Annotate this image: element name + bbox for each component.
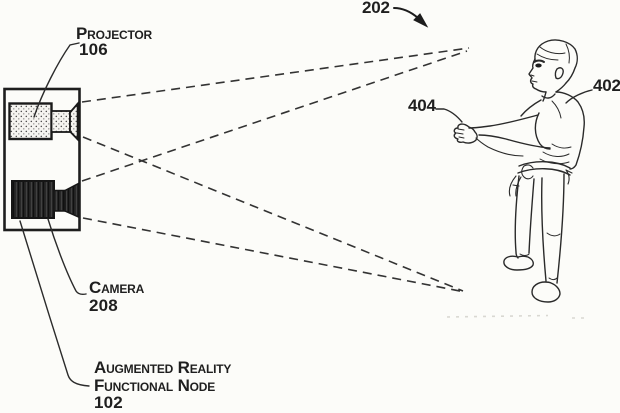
person-ankle-folds <box>519 253 558 280</box>
person-shirt-folds <box>539 143 572 165</box>
person-belt-knot <box>521 164 534 180</box>
leader-line-camera <box>47 218 87 296</box>
scene-arrow-tail <box>393 7 419 19</box>
camera-beam-bottom <box>82 217 466 293</box>
camera-icon <box>11 180 80 219</box>
person-fingers <box>456 128 465 139</box>
projector-label: Projector 106 <box>76 24 152 59</box>
camera-body <box>11 180 55 219</box>
person-ear <box>554 67 564 80</box>
camera-lens-cone <box>64 182 80 219</box>
arfn-label-line1: Augmented Reality <box>94 358 232 377</box>
arfn-label-line2: Functional Node <box>94 375 216 395</box>
leader-line-arfn <box>19 220 90 387</box>
camera-lens-barrel <box>53 189 66 212</box>
projection-beam-lines <box>81 47 470 293</box>
arfn-enclosure-box <box>3 87 81 232</box>
person-knee-fold <box>546 232 561 237</box>
person-hair <box>534 39 578 84</box>
leader-lines <box>19 42 593 387</box>
projector-body <box>8 102 53 141</box>
person-chest-contour <box>520 99 542 117</box>
person-shoulder-fold <box>551 100 562 119</box>
camera-label-ref: 208 <box>89 295 118 315</box>
person-right-leg <box>541 173 565 284</box>
person-collar <box>541 93 556 99</box>
hand-ref-label: 404 <box>408 96 436 115</box>
camera-label: Camera 208 <box>89 279 144 314</box>
ground-shadow <box>446 314 590 319</box>
person-left-shoe <box>503 255 534 271</box>
projector-icon <box>8 101 81 142</box>
person-right-shoe <box>531 281 561 303</box>
person-face-profile <box>528 58 547 93</box>
camera-label-name: Camera <box>89 278 145 297</box>
person-eye <box>535 63 542 68</box>
person-shirt-tail <box>565 169 573 185</box>
projector-beam-bottom <box>82 136 464 292</box>
person-arm-bottom <box>478 134 551 149</box>
arfn-label-ref: 102 <box>94 393 123 412</box>
projector-label-name: Projector <box>76 24 152 43</box>
leader-line-projector <box>33 42 80 118</box>
person-sleeve-hem <box>534 112 551 150</box>
scene-arrowhead <box>413 13 429 28</box>
leader-line-hand-ref <box>435 108 463 123</box>
person-eyebrow <box>533 59 545 63</box>
leader-line-person-ref <box>565 89 593 104</box>
person-ref-label: 402 <box>593 76 620 95</box>
projector-beam-top <box>81 47 470 103</box>
person-figure <box>453 39 585 303</box>
person-hair-strokes <box>536 43 570 64</box>
person-mouth <box>530 74 538 83</box>
person-arm-top <box>468 114 539 129</box>
scene-arrow <box>393 7 429 28</box>
projector-lens-cone <box>69 101 79 142</box>
projector-label-ref: 106 <box>79 40 108 59</box>
person-far-arm <box>475 137 524 157</box>
scene-ref-label: 202 <box>362 0 390 17</box>
person-left-leg <box>514 175 535 259</box>
projector-lens-barrel <box>50 110 71 133</box>
person-hand <box>453 123 478 144</box>
person-back-contour <box>555 91 585 170</box>
camera-beam-top <box>81 50 468 182</box>
arfn-label: Augmented Reality Functional Node 102 <box>94 359 231 412</box>
